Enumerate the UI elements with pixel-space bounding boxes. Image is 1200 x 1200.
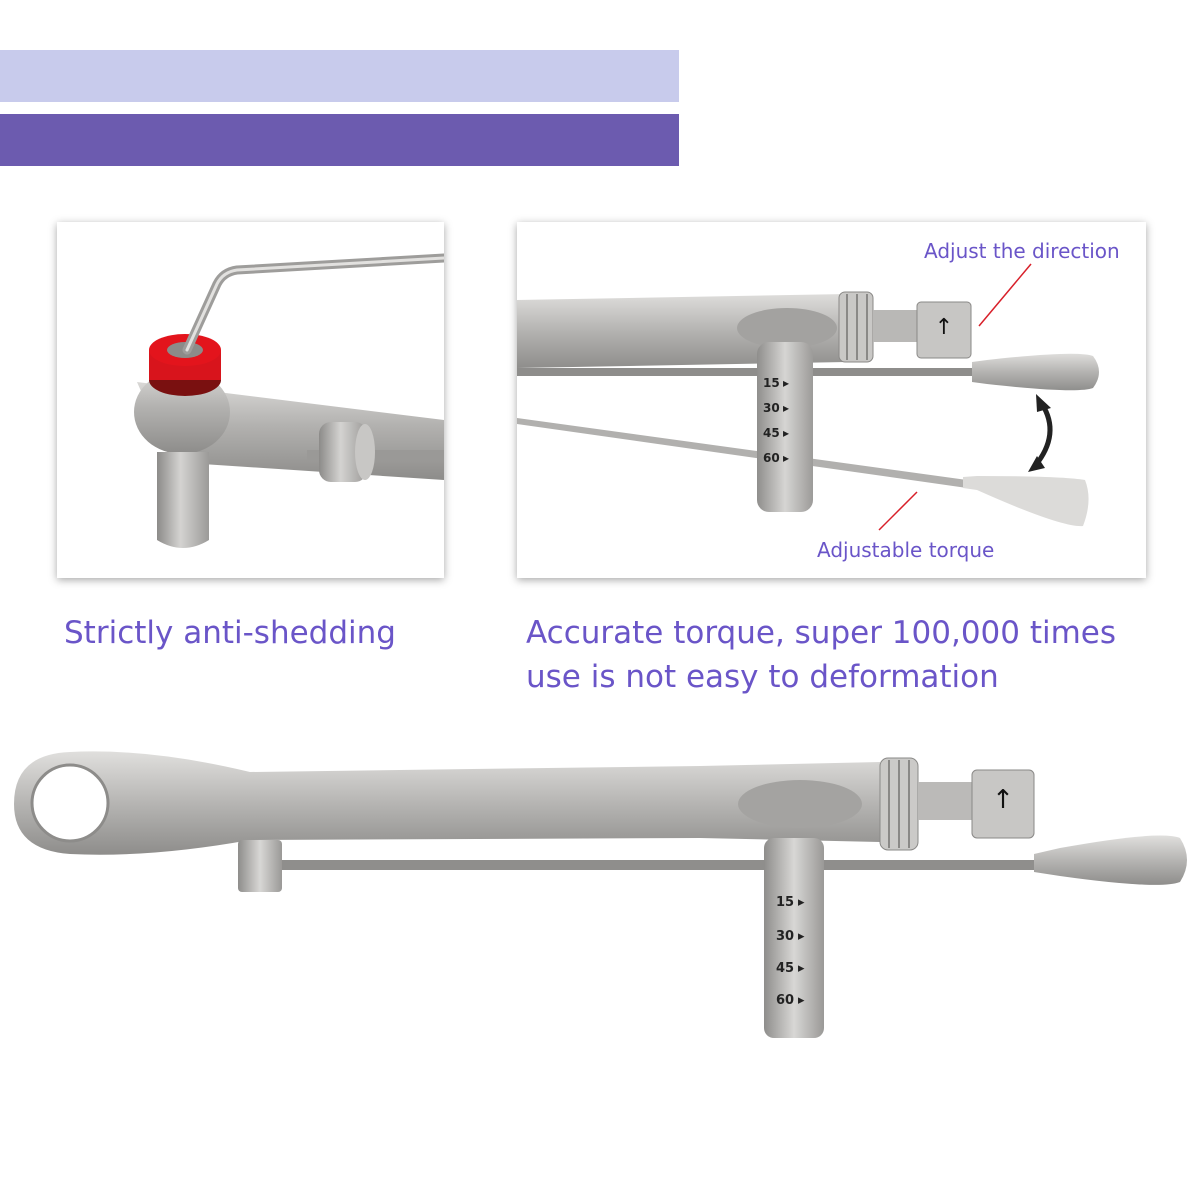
annotation-adjustable-torque: Adjustable torque xyxy=(817,538,995,562)
pointer-line-torque xyxy=(878,491,918,531)
main-scale-mark-60: 60 xyxy=(776,993,794,1008)
pointer-line-direction xyxy=(978,263,1032,327)
torque-adjust-photo: ↑ 15 30 45 60 ▸ ▸ ▸ ▸ xyxy=(517,263,1099,531)
main-direction-block xyxy=(971,769,1035,839)
scale-arrow-icon: ▸ xyxy=(783,401,789,415)
main-scale-mark-30: 30 xyxy=(776,929,794,944)
driver-bit xyxy=(157,452,209,548)
scale-arrow-icon: ▸ xyxy=(798,993,805,1008)
scale-tube xyxy=(757,342,813,512)
lower-rod xyxy=(517,418,967,488)
scale-mark-30: 30 xyxy=(763,401,780,415)
up-arrow-icon: ↑ xyxy=(992,785,1014,815)
scale-mark-60: 60 xyxy=(763,451,780,465)
scale-arrow-icon: ▸ xyxy=(798,961,805,976)
main-guide-rod xyxy=(282,860,1042,870)
scale-arrow-icon: ▸ xyxy=(798,929,805,944)
panel-anti-shedding xyxy=(57,222,444,578)
ring-head-hole xyxy=(30,763,110,843)
upper-rod xyxy=(517,368,987,376)
main-scale-mark-45: 45 xyxy=(776,961,794,976)
panel-torque-adjustment: ↑ 15 30 45 60 ▸ ▸ ▸ ▸ Adjust the directi… xyxy=(517,222,1146,578)
caption-anti-shedding: Strictly anti-shedding xyxy=(64,615,396,651)
main-scale-mark-15: 15 xyxy=(776,895,794,910)
annotation-adjust-direction: Adjust the direction xyxy=(924,239,1120,263)
scale-mark-15: 15 xyxy=(763,376,780,390)
scale-arrow-icon: ▸ xyxy=(783,376,789,390)
ratchet-head-photo xyxy=(134,253,444,548)
main-scale-tube xyxy=(764,838,824,1038)
scale-arrow-icon: ▸ xyxy=(783,451,789,465)
rod-anchor xyxy=(238,840,282,892)
header-bar-dark xyxy=(0,114,679,166)
wire-arm xyxy=(182,253,444,355)
caption-accurate-torque: Accurate torque, super 100,000 times use… xyxy=(526,615,1117,695)
header-bar-light xyxy=(0,50,679,102)
upper-handle xyxy=(972,353,1099,391)
scale-arrow-icon: ▸ xyxy=(798,895,805,910)
lower-handle xyxy=(963,476,1089,527)
wrench-main-body xyxy=(14,751,880,855)
scale-arrow-icon: ▸ xyxy=(783,426,789,440)
direction-block xyxy=(916,301,972,359)
rod-knob xyxy=(319,422,367,482)
up-arrow-icon: ↑ xyxy=(935,315,953,340)
torque-wrench-photo: ↑ 15 30 45 60 ▸ ▸ ▸ ▸ xyxy=(0,730,1200,1070)
guide-rod xyxy=(307,450,444,460)
scale-mark-45: 45 xyxy=(763,426,780,440)
main-handle xyxy=(1034,835,1187,885)
